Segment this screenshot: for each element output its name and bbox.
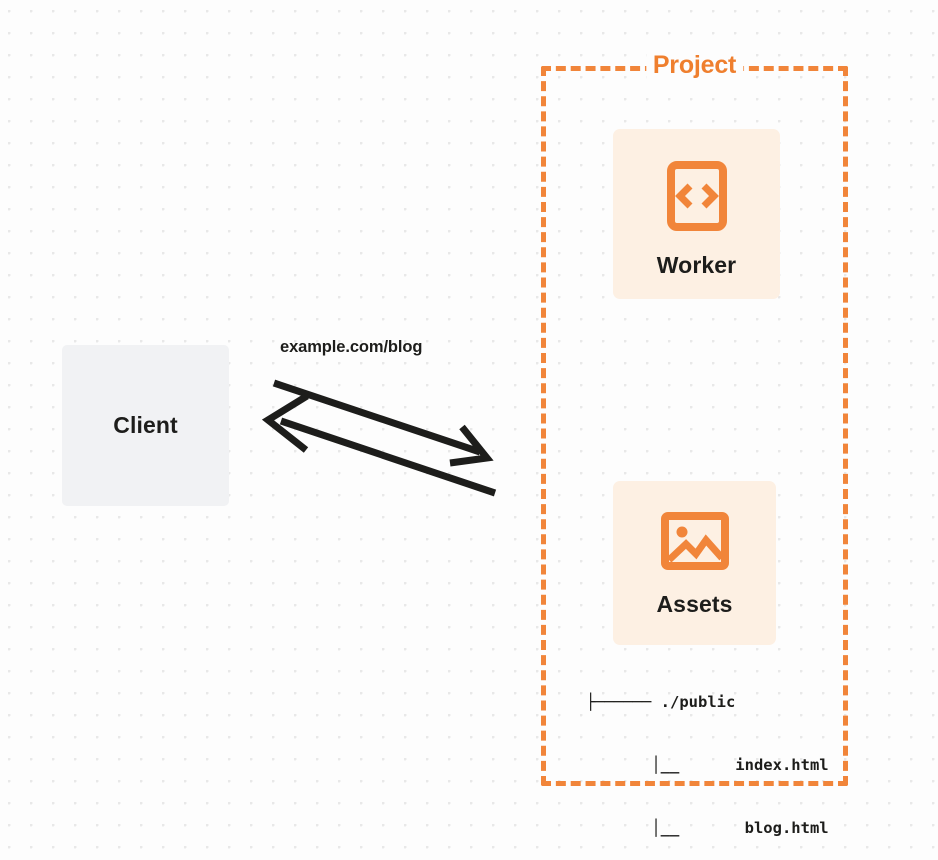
assets-card[interactable]: Assets xyxy=(613,481,776,645)
assets-label: Assets xyxy=(656,591,733,617)
file-tree-line: ├────── ./public xyxy=(586,693,736,711)
client-label: Client xyxy=(113,412,178,438)
client-node[interactable]: Client xyxy=(62,345,229,506)
response-arrow-icon xyxy=(261,393,497,497)
file-tree-line: │__ index.html xyxy=(586,756,829,774)
project-title: Project xyxy=(645,50,744,80)
image-icon xyxy=(660,510,730,572)
connector-url-label: example.com/blog xyxy=(280,338,423,356)
request-arrow-icon xyxy=(272,379,494,467)
code-brackets-icon xyxy=(666,160,728,232)
worker-label: Worker xyxy=(656,252,737,278)
assets-file-tree: ├────── ./public │__ index.html │__ blog… xyxy=(586,650,829,860)
file-tree-line: │__ blog.html xyxy=(586,819,829,837)
worker-card[interactable]: Worker xyxy=(613,129,780,299)
project-container: Project xyxy=(541,50,848,786)
